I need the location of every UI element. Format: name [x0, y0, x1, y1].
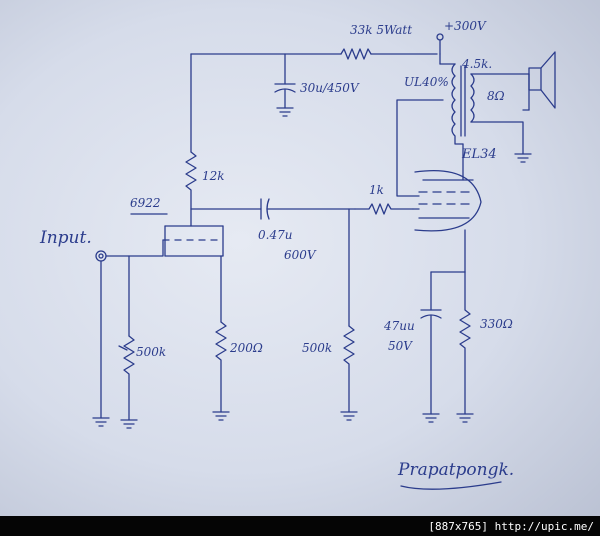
footer-text: [887x765] http://upic.me/ [428, 520, 594, 533]
signature: Prapatpongk. [398, 460, 515, 480]
ultralinear-label: UL40% [404, 75, 449, 89]
cathode-resistor-output [459, 271, 471, 415]
input-tube-label: 6922 [130, 196, 161, 210]
supply-node [436, 33, 444, 41]
supply-voltage-label: +300V [444, 19, 486, 33]
speaker-symbol [522, 51, 556, 111]
cathode-resistor-input [215, 321, 227, 413]
schematic-drawing [92, 33, 556, 490]
plate-resistor-label: 12k [202, 169, 225, 183]
ultralinear-wire [396, 99, 444, 197]
input-label: Input. [40, 228, 92, 248]
transformer-label: 4.5k. [462, 57, 493, 71]
cathode-resistor-output-label: 330Ω [480, 317, 513, 331]
input-pot-label: 500k [136, 345, 167, 359]
cathode-resistor-input-label: 200Ω [230, 341, 263, 355]
filter-capacitor [274, 53, 296, 117]
grid-stopper-label: 1k [369, 183, 384, 197]
output-tube-label: EL34 [462, 147, 497, 162]
input-jack [95, 250, 107, 262]
grid-leak-resistor [343, 325, 355, 413]
bias-capacitor [420, 271, 442, 423]
input-potentiometer [123, 335, 135, 421]
speaker-imp-label: 8Ω [487, 89, 505, 103]
coupling-capacitor [260, 198, 356, 220]
bias-cap-value-label: 47uu [384, 319, 415, 333]
plate-resistor [185, 151, 197, 210]
supply-resistor [340, 48, 372, 60]
supply-resistor-label: 33k 5Watt [350, 23, 413, 37]
output-transformer [439, 53, 532, 163]
coupling-cap-value-label: 0.47u [258, 228, 293, 242]
bias-cap-voltage-label: 50V [388, 339, 412, 353]
output-tube-symbol [412, 169, 482, 232]
filter-cap-label: 30u/450V [300, 81, 359, 95]
grid-leak-label: 500k [302, 341, 333, 355]
input-tube-symbol [162, 208, 224, 257]
image-host-footer: [887x765] http://upic.me/ [0, 516, 600, 536]
coupling-cap-voltage-label: 600V [284, 248, 316, 262]
grid-stopper-resistor [354, 203, 414, 215]
